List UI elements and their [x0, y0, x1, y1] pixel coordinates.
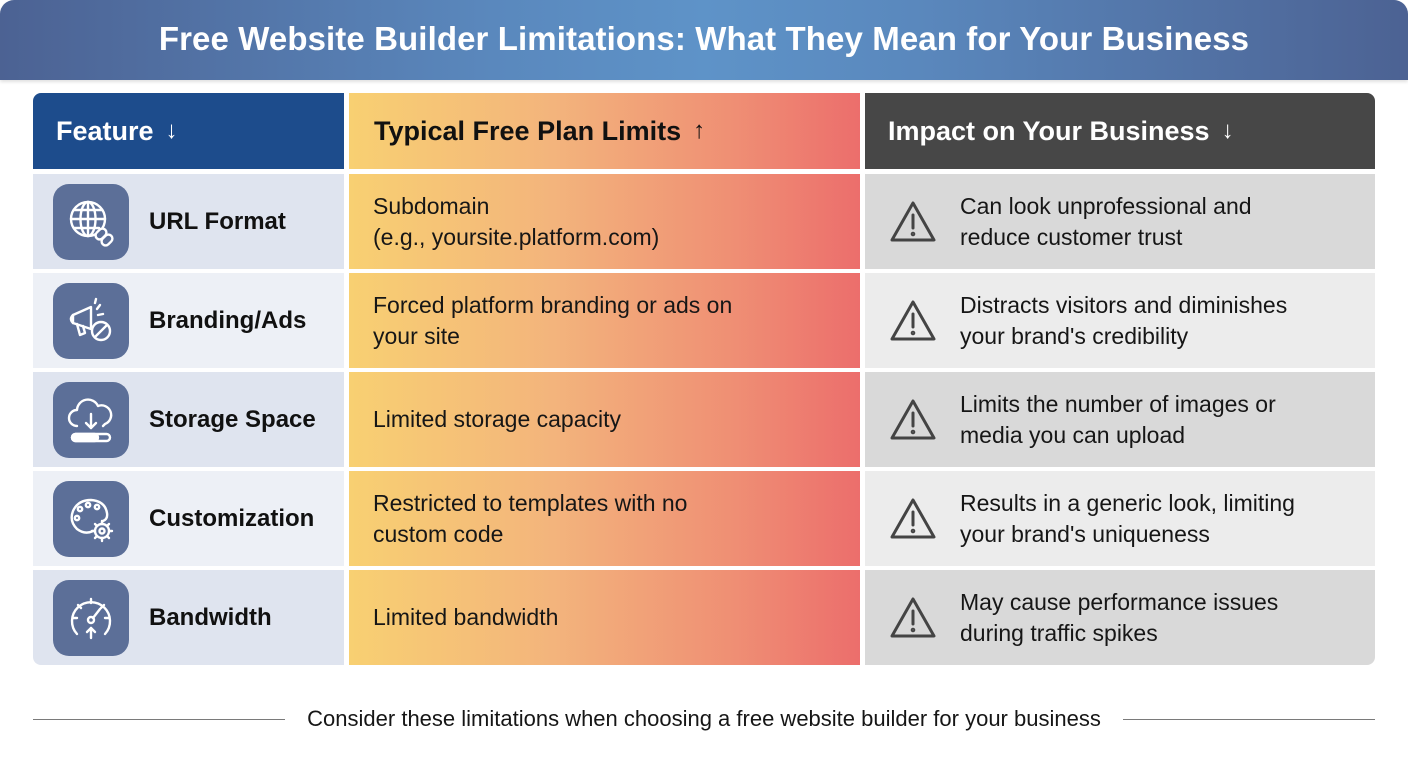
limit-text: Restricted to templates with no custom c… [373, 488, 687, 550]
globe-link-icon [53, 183, 129, 260]
speedometer-icon [53, 579, 129, 656]
column-header-label: Typical Free Plan Limits [374, 115, 682, 146]
impact-line: May cause performance issues [960, 588, 1279, 615]
warning-triangle-icon [890, 597, 936, 637]
limit-text: Forced platform branding or ads on your … [373, 290, 732, 352]
column-header-limits[interactable]: Typical Free Plan Limits ↑ [349, 93, 860, 169]
cloud-download-icon [53, 381, 129, 458]
warning-triangle-icon [890, 201, 936, 241]
impact-line: reduce customer trust [960, 223, 1183, 250]
limit-line: Limited storage capacity [373, 406, 622, 432]
table-row: Storage Space Limited storage capacity L… [33, 372, 1375, 467]
impact-text: May cause performance issues during traf… [960, 587, 1278, 649]
impact-cell: Can look unprofessional and reduce custo… [865, 174, 1375, 269]
impact-line: media you can upload [960, 421, 1186, 448]
impact-line: Can look unprofessional and [960, 192, 1252, 219]
limit-line: custom code [373, 520, 504, 547]
feature-cell: Customization [33, 471, 344, 566]
footer-note-text: Consider these limitations when choosing… [307, 706, 1101, 731]
limit-cell: Forced platform branding or ads on your … [349, 273, 860, 368]
feature-label: Storage Space [149, 405, 316, 433]
limit-line: Subdomain [373, 192, 490, 219]
impact-text: Can look unprofessional and reduce custo… [960, 191, 1252, 253]
feature-cell: Bandwidth [33, 570, 344, 665]
table-row: Branding/Ads Forced platform branding or… [33, 273, 1375, 368]
impact-text: Distracts visitors and diminishes your b… [960, 290, 1287, 352]
footer-divider-right [1122, 718, 1375, 720]
footer-note: Consider these limitations when choosing… [33, 703, 1375, 735]
impact-line: Distracts visitors and diminishes [960, 291, 1288, 318]
table-row: Bandwidth Limited bandwidth May cause pe… [33, 570, 1375, 665]
limit-cell: Limited bandwidth [349, 570, 860, 665]
limit-line: Restricted to templates with no [373, 489, 688, 516]
limit-line: your site [373, 322, 460, 349]
feature-label: Bandwidth [149, 603, 272, 631]
limit-line: Limited bandwidth [373, 604, 559, 630]
impact-line: your brand's uniqueness [960, 520, 1210, 547]
sort-up-arrow-icon: ↑ [693, 117, 706, 144]
feature-cell: URL Format [33, 174, 344, 269]
warning-triangle-icon [890, 300, 936, 340]
sort-down-arrow-icon: ↓ [165, 117, 178, 144]
impact-text: Limits the number of images or media you… [960, 389, 1276, 451]
footer-divider-left [33, 718, 286, 720]
table-header-row: Feature ↓ Typical Free Plan Limits ↑ Imp… [33, 93, 1375, 169]
megaphone-blocked-icon [53, 282, 129, 359]
sort-down-arrow-icon: ↓ [1221, 117, 1234, 144]
limit-text: Limited bandwidth [373, 602, 558, 633]
column-header-label: Impact on Your Business [888, 115, 1210, 146]
feature-label: Customization [149, 504, 315, 532]
table-row: Customization Restricted to templates wi… [33, 471, 1375, 566]
table-row: URL Format Subdomain (e.g., yoursite.pla… [33, 174, 1375, 269]
impact-line: Limits the number of images or [960, 390, 1276, 417]
impact-line: during traffic spikes [960, 619, 1158, 646]
impact-cell: May cause performance issues during traf… [865, 570, 1375, 665]
limit-text: Limited storage capacity [373, 404, 621, 435]
impact-cell: Distracts visitors and diminishes your b… [865, 273, 1375, 368]
column-header-label: Feature [56, 115, 154, 146]
impact-text: Results in a generic look, limiting your… [960, 488, 1295, 550]
feature-label: URL Format [149, 207, 286, 235]
palette-gear-icon [53, 480, 129, 557]
feature-cell: Branding/Ads [33, 273, 344, 368]
warning-triangle-icon [890, 399, 936, 439]
column-header-feature[interactable]: Feature ↓ [33, 93, 344, 169]
impact-line: Results in a generic look, limiting [960, 489, 1295, 516]
impact-line: your brand's credibility [960, 322, 1189, 349]
impact-cell: Results in a generic look, limiting your… [865, 471, 1375, 566]
limit-line: Forced platform branding or ads on [373, 291, 733, 318]
feature-label: Branding/Ads [149, 306, 307, 334]
limit-text: Subdomain (e.g., yoursite.platform.com) [373, 191, 659, 253]
title-banner: Free Website Builder Limitations: What T… [0, 0, 1408, 80]
impact-cell: Limits the number of images or media you… [865, 372, 1375, 467]
limit-cell: Restricted to templates with no custom c… [349, 471, 860, 566]
warning-triangle-icon [890, 498, 936, 538]
limit-cell: Limited storage capacity [349, 372, 860, 467]
page-title: Free Website Builder Limitations: What T… [158, 20, 1250, 57]
feature-cell: Storage Space [33, 372, 344, 467]
limit-line: (e.g., yoursite.platform.com) [373, 223, 660, 250]
limit-cell: Subdomain (e.g., yoursite.platform.com) [349, 174, 860, 269]
column-header-impact[interactable]: Impact on Your Business ↓ [865, 93, 1375, 169]
